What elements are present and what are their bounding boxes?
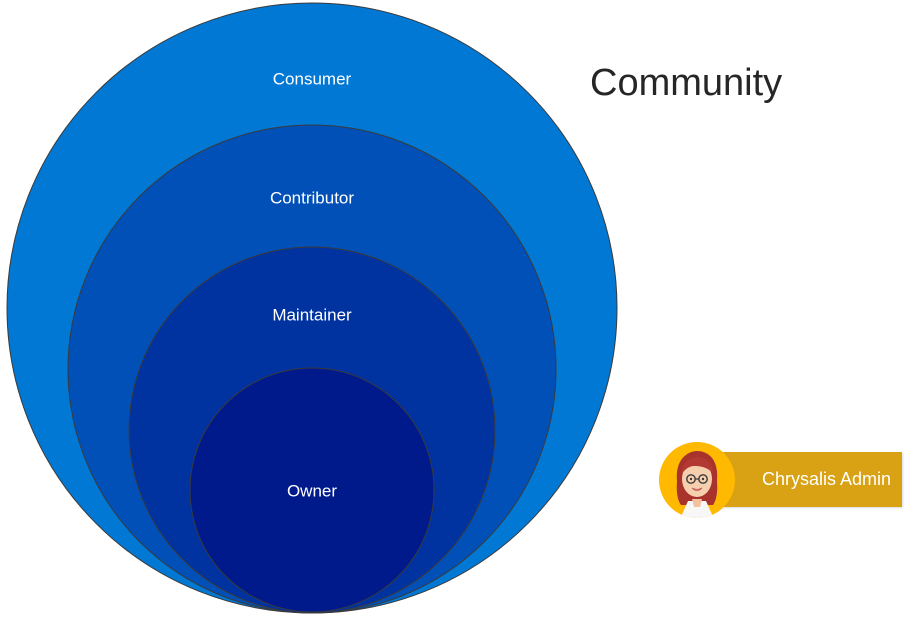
admin-badge: Chrysalis Admin (658, 441, 904, 519)
ring-owner (189, 367, 435, 613)
admin-name-label: Chrysalis Admin (762, 469, 892, 489)
ring-label-owner: Owner (287, 481, 337, 500)
page-title: Community (590, 62, 783, 104)
ring-label-contributor: Contributor (270, 188, 354, 207)
ring-label-consumer: Consumer (273, 69, 352, 88)
woman-avatar-icon (659, 442, 735, 518)
ring-label-maintainer: Maintainer (272, 305, 352, 324)
